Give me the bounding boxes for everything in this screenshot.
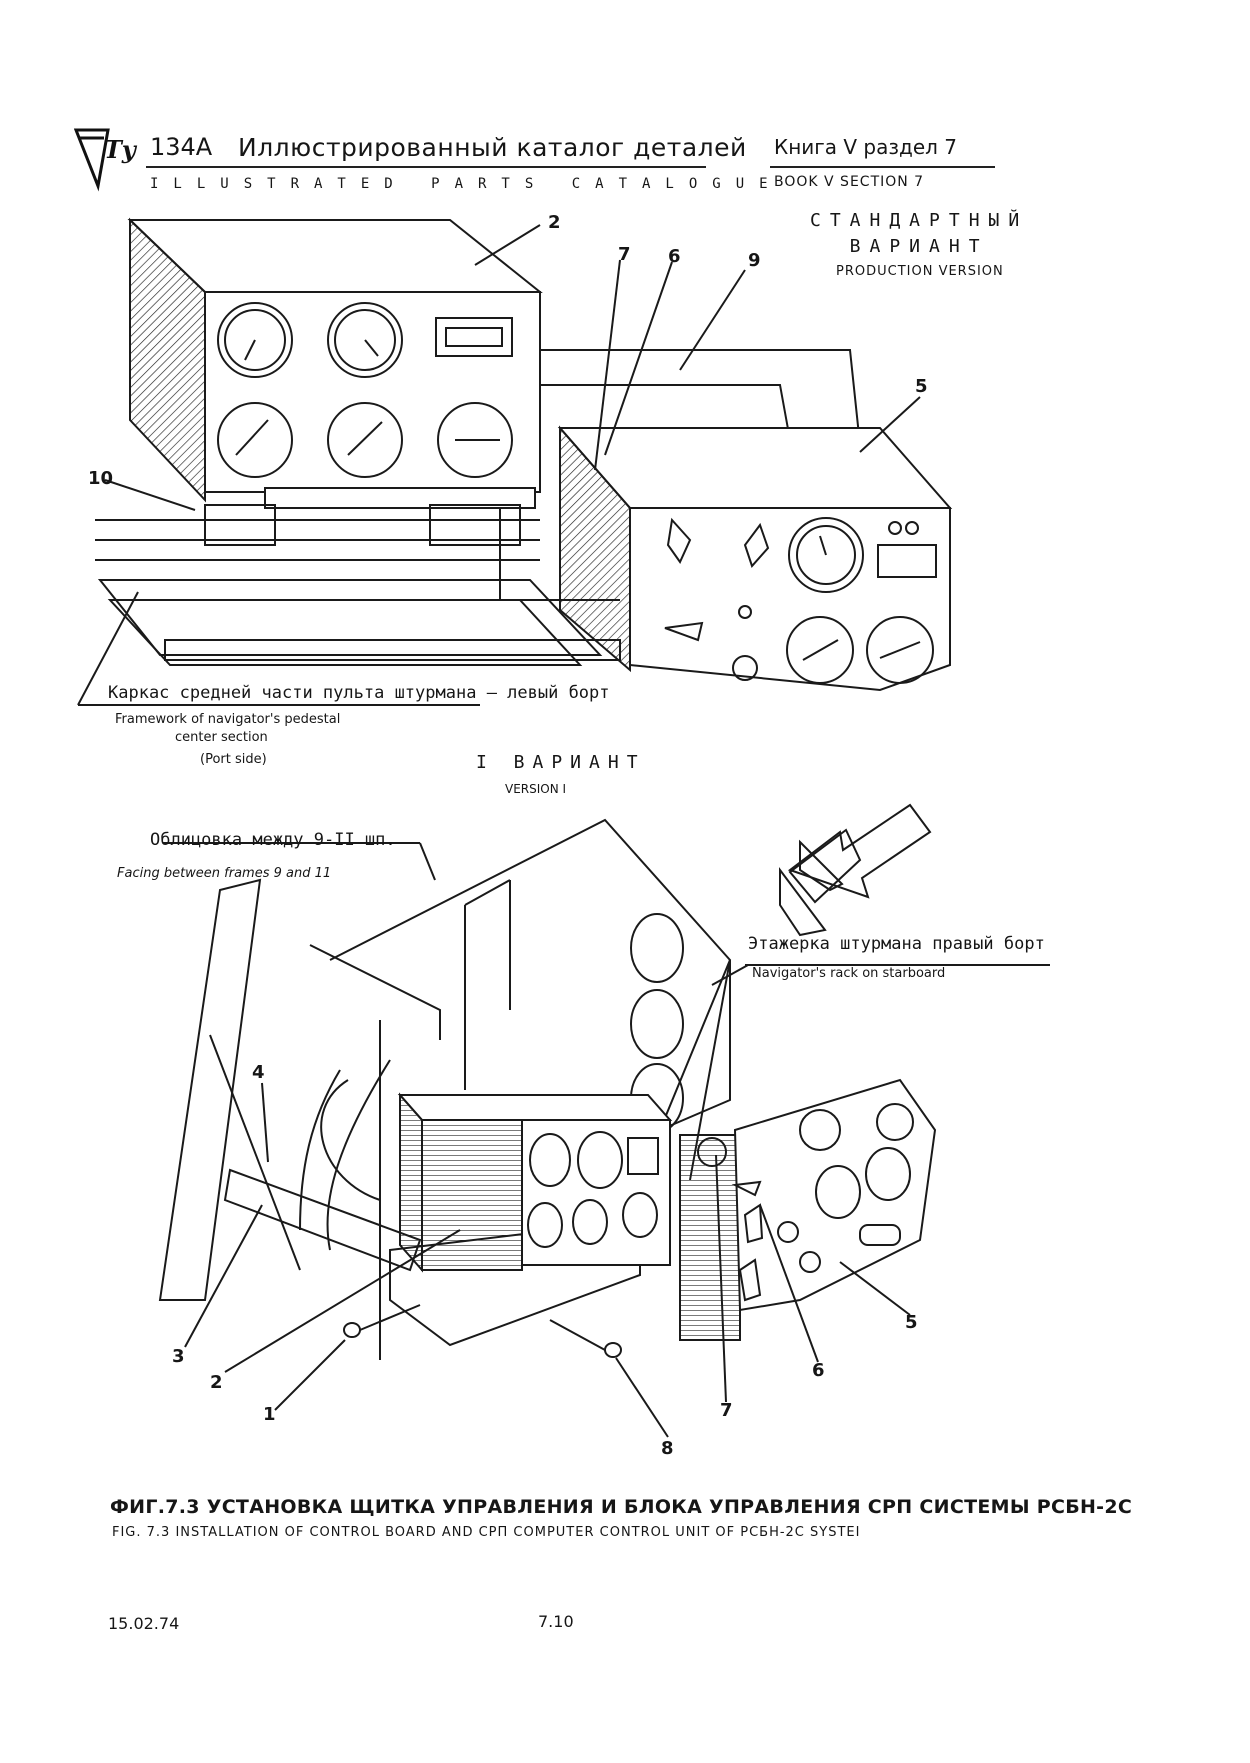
pedestal-label-ru: Каркас средней части пульта штурмана – л… (108, 683, 610, 703)
callout-6-bottom: 6 (812, 1360, 825, 1381)
callout-4-bottom: 4 (252, 1062, 265, 1083)
callout-7-top: 7 (618, 244, 631, 265)
view-direction-arrow-icon (787, 803, 932, 899)
callout-8-bottom: 8 (661, 1438, 674, 1459)
standard-version-heading-ru: СТАНДАРТНЫЙ ВАРИАНТ (810, 208, 1028, 260)
callout-7-bottom: 7 (720, 1400, 733, 1421)
pedestal-frame-drawing (95, 349, 861, 666)
page-number: 7.10 (538, 1612, 574, 1631)
control-board-unit-2 (127, 217, 543, 546)
revision-date: 15.02.74 (108, 1614, 180, 1633)
standard-version-line2: ВАРИАНТ (849, 236, 989, 257)
callout-5-top: 5 (915, 376, 928, 397)
callout-10-top: 10 (88, 468, 114, 489)
pedestal-label-en-line1: Framework of navigator's pedestal (115, 712, 341, 727)
version-one-heading-ru: I ВАРИАНТ (476, 752, 646, 773)
svg-text:Ту: Ту (104, 135, 138, 164)
rack-label-en: Navigator's rack on starboard (752, 966, 946, 981)
pedestal-label-en-line3: (Port side) (200, 752, 267, 767)
book-rule (770, 166, 995, 168)
callout-2-top: 2 (548, 212, 561, 233)
model-number: 134A (150, 133, 213, 161)
callout-9-top: 9 (748, 250, 761, 271)
callout-6-top: 6 (668, 246, 681, 267)
figure-caption-en: FIG. 7.3 INSTALLATION OF CONTROL BOARD A… (112, 1525, 861, 1540)
facing-label-en: Facing between frames 9 and 11 (117, 866, 332, 881)
callout-2-bottom: 2 (210, 1372, 223, 1393)
callout-5-bottom: 5 (905, 1312, 918, 1333)
figure-caption-ru: ФИГ.7.3 УСТАНОВКА ЩИТКА УПРАВЛЕНИЯ И БЛО… (110, 1496, 1133, 1518)
version-one-heading-en: VERSION I (505, 782, 567, 796)
unit-2-version-one (397, 1092, 673, 1273)
facing-label-ru: Облицовка между 9-II шп. (150, 830, 396, 850)
unit-5-version-one (679, 1078, 937, 1341)
tupolev-logo-icon: Ту (74, 128, 138, 192)
callout-3-bottom: 3 (172, 1346, 185, 1367)
rack-label-ru: Этажерка штурмана правый борт (748, 934, 1045, 954)
standard-version-line1: СТАНДАРТНЫЙ (810, 210, 1029, 231)
leader-lines-bottom (163, 842, 1050, 1438)
header-rule (146, 166, 706, 168)
standard-version-heading-en: PRODUCTION VERSION (836, 264, 1004, 279)
book-section-ru: Книга V раздел 7 (774, 135, 958, 159)
screws (343, 1304, 622, 1358)
book-section-en: BOOK V SECTION 7 (774, 174, 925, 190)
computer-control-unit-5 (557, 425, 953, 692)
pedestal-label-en-line2: center section (175, 730, 268, 745)
leader-lines-top (77, 224, 921, 706)
catalog-title-ru: Иллюстрированный каталог деталей (238, 133, 747, 162)
callout-1-bottom: 1 (263, 1404, 276, 1425)
catalog-title-en: ILLUSTRATED PARTS CATALOGUE (150, 176, 783, 192)
